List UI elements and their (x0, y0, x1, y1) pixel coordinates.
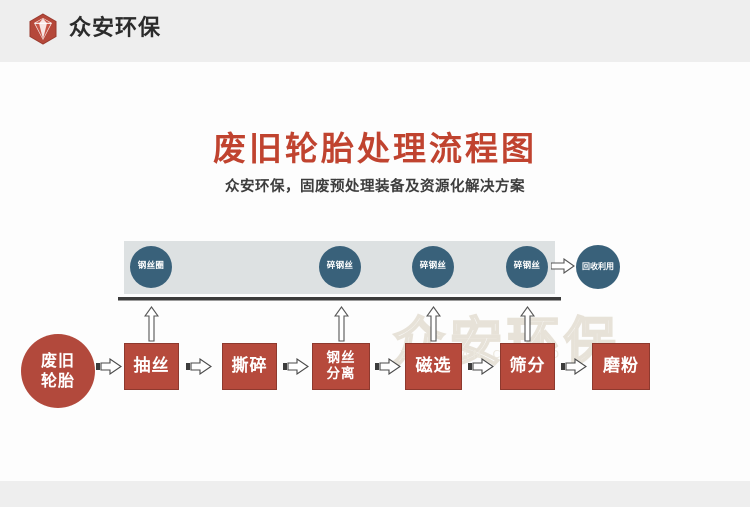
process-step-5-label: 磨粉 (603, 355, 639, 376)
process-step-4-label: 筛分 (509, 355, 546, 376)
source-node[interactable]: 废旧轮胎 (21, 334, 95, 408)
byproduct-node-1[interactable]: 碎钢丝 (319, 246, 361, 288)
right-arrow-icon-1 (186, 358, 212, 375)
source-node-label: 废旧轮胎 (40, 351, 75, 390)
right-arrow-icon-2 (283, 358, 309, 375)
process-step-0-label: 抽丝 (133, 355, 170, 376)
process-step-1[interactable]: 撕碎 (222, 343, 277, 390)
process-step-4[interactable]: 筛分 (500, 343, 555, 390)
band-baseline-shadow (118, 300, 561, 301)
arrow-to-recycle-icon (551, 258, 575, 274)
process-step-3-label: 磁选 (415, 355, 452, 376)
brand-name-text: 众安环保 (69, 16, 162, 41)
process-step-2[interactable]: 钢丝分离 (312, 343, 370, 390)
right-arrow-icon-0 (96, 358, 122, 375)
process-step-1-label: 撕碎 (231, 355, 268, 376)
page-subtitle: 众安环保，固废预处理装备及资源化解决方案 (225, 178, 525, 195)
top-chrome-bar (0, 0, 750, 62)
brand-lockup[interactable]: 众安环保 (26, 12, 161, 46)
byproduct-node-2[interactable]: 碎钢丝 (412, 246, 454, 288)
up-arrow-icon-0 (144, 306, 159, 342)
right-arrow-icon-4 (468, 358, 494, 375)
process-step-5[interactable]: 磨粉 (592, 343, 650, 390)
process-step-3[interactable]: 磁选 (405, 343, 462, 390)
process-step-0[interactable]: 抽丝 (124, 343, 179, 390)
band-baseline-rule (118, 297, 561, 300)
right-arrow-icon-3 (375, 358, 401, 375)
process-step-2-label: 钢丝分离 (326, 350, 356, 382)
byproduct-node-0[interactable]: 钢丝圈 (130, 246, 172, 288)
title-block: 废旧轮胎处理流程图 众安环保，固废预处理装备及资源化解决方案 (0, 128, 750, 196)
up-arrow-icon-1 (334, 306, 349, 342)
gem-hexagon-logo-icon (29, 13, 57, 45)
bottom-chrome-bar (0, 481, 750, 507)
byproduct-node-3[interactable]: 碎钢丝 (506, 246, 548, 288)
up-arrow-icon-3 (520, 306, 535, 342)
page-title: 废旧轮胎处理流程图 (213, 129, 537, 168)
up-arrow-icon-2 (426, 306, 441, 342)
recycle-node[interactable]: 回收利用 (576, 245, 620, 289)
right-arrow-icon-5 (561, 358, 587, 375)
